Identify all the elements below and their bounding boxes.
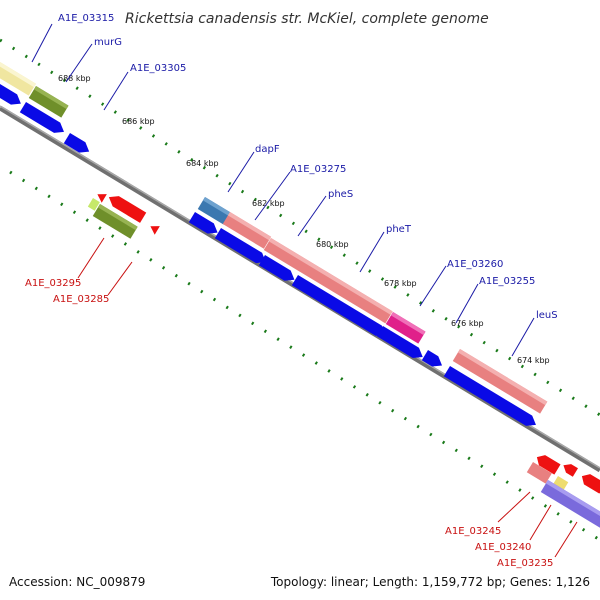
kbp-label: 676 kbp <box>451 319 484 328</box>
cds-arrow[interactable] <box>421 350 445 371</box>
gene-label-A1E_03240[interactable]: A1E_03240 <box>475 542 531 553</box>
cds-arrow[interactable] <box>63 133 92 157</box>
kbp-label: 684 kbp <box>186 159 219 168</box>
leader-lines-top <box>31 23 535 357</box>
gene-label-murG[interactable]: murG <box>94 37 122 48</box>
feature-bar-dapF[interactable] <box>197 197 231 225</box>
feature-bar-A1E_03285[interactable] <box>92 204 138 239</box>
gene-label-A1E_03275[interactable]: A1E_03275 <box>290 164 346 175</box>
gene-label-A1E_03305[interactable]: A1E_03305 <box>130 63 186 74</box>
feature-bars-bottom-right <box>526 452 600 529</box>
gene-label-A1E_03315[interactable]: A1E_03315 <box>58 13 114 24</box>
cds-arrow-reverse[interactable] <box>561 461 578 477</box>
cds-arrow-reverse[interactable] <box>106 192 147 223</box>
gene-label-A1E_03285[interactable]: A1E_03285 <box>53 294 109 305</box>
topology-stats-text: Topology: linear; Length: 1,159,772 bp; … <box>270 575 590 589</box>
scale-labels: 688 kbp 686 kbp 684 kbp 682 kbp 680 kbp … <box>58 74 550 365</box>
feature-bar-A1E_03245[interactable] <box>526 462 552 484</box>
gene-labels-top: A1E_03315 murG A1E_03305 dapF A1E_03275 … <box>58 13 558 321</box>
cds-arrow[interactable] <box>214 228 269 267</box>
gene-label-dapF[interactable]: dapF <box>255 144 280 155</box>
feature-bar-A1E_03240[interactable] <box>552 476 569 491</box>
kbp-label: 678 kbp <box>384 279 417 288</box>
cds-arrow-reverse[interactable] <box>148 222 160 235</box>
gene-label-A1E_03295[interactable]: A1E_03295 <box>25 278 81 289</box>
cds-arrow[interactable] <box>258 255 298 285</box>
feature-bar[interactable] <box>0 61 36 96</box>
cds-arrow[interactable] <box>443 366 539 430</box>
map-title: Rickettsia canadensis str. McKiel, compl… <box>125 11 489 27</box>
gene-label-leuS[interactable]: leuS <box>536 310 558 321</box>
feature-bar-A1E_03275[interactable] <box>222 212 272 249</box>
kbp-label: 686 kbp <box>122 117 155 126</box>
feature-bars-bottom-left <box>87 190 160 239</box>
kbp-label: 680 kbp <box>316 240 349 249</box>
cds-arrow-reverse[interactable] <box>579 471 600 494</box>
feature-bar-leuS[interactable] <box>452 349 548 414</box>
kbp-label: 688 kbp <box>58 74 91 83</box>
cds-arrows-reverse <box>95 190 160 235</box>
feature-bar-A1E_03260[interactable] <box>385 312 426 344</box>
gene-label-pheS[interactable]: pheS <box>328 189 353 200</box>
cds-arrows-top <box>0 84 539 430</box>
cds-arrow[interactable] <box>0 84 24 109</box>
feature-bar-A1E_03235[interactable] <box>540 480 600 529</box>
gene-label-pheT[interactable]: pheT <box>386 224 412 235</box>
cds-arrow-reverse[interactable] <box>95 190 107 203</box>
gene-label-A1E_03235[interactable]: A1E_03235 <box>497 558 553 569</box>
feature-bar[interactable] <box>87 198 100 211</box>
gene-labels-bottom: A1E_03295 A1E_03285 A1E_03245 A1E_03240 … <box>25 278 553 569</box>
cds-arrow[interactable] <box>19 102 67 137</box>
cds-arrow[interactable] <box>291 275 389 340</box>
kbp-label: 674 kbp <box>517 356 550 365</box>
gene-label-A1E_03255[interactable]: A1E_03255 <box>479 276 535 287</box>
kbp-label: 682 kbp <box>252 199 285 208</box>
accession-text: Accession: NC_009879 <box>9 575 145 589</box>
leader-lines-bottom <box>77 237 578 558</box>
cds-arrow[interactable] <box>376 326 426 362</box>
gene-label-A1E_03245[interactable]: A1E_03245 <box>445 526 501 537</box>
gene-label-A1E_03260[interactable]: A1E_03260 <box>447 259 503 270</box>
feature-bar-pheT[interactable] <box>263 238 393 324</box>
cds-arrow[interactable] <box>188 212 221 238</box>
feature-bar-murG[interactable] <box>28 86 69 118</box>
cds-arrow-reverse[interactable] <box>534 452 561 475</box>
feature-bars-top <box>0 61 548 414</box>
